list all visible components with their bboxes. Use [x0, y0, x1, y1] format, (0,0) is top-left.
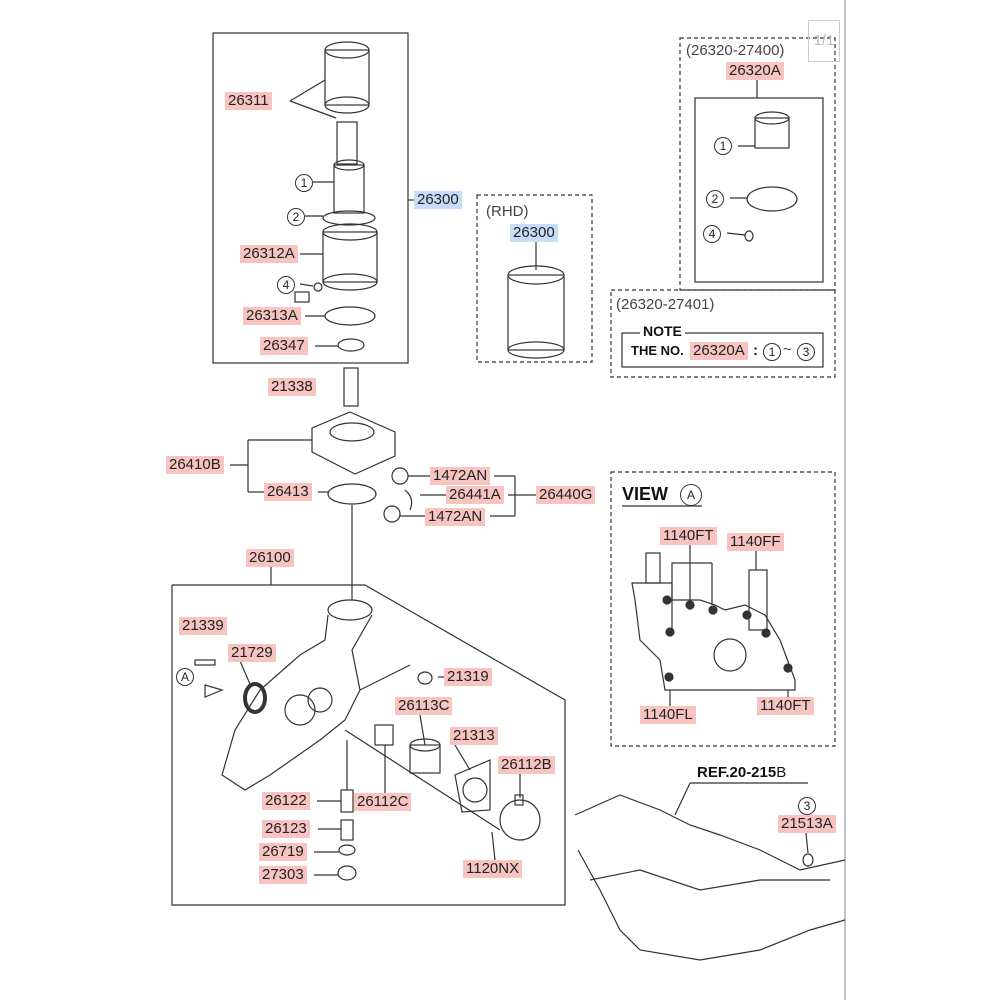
kit-27400-inner-frame	[694, 97, 824, 283]
callout-view-a: A	[176, 668, 194, 686]
view-part-label-1140FT-2[interactable]: 1140FT	[757, 697, 814, 715]
part-label-1120NX[interactable]: 1120NX	[463, 860, 523, 878]
note-tilde: ~	[783, 341, 792, 358]
part-label-21338[interactable]: 21338	[268, 378, 316, 396]
part-label-26100[interactable]: 26100	[246, 549, 294, 567]
view-part-label-1140FL[interactable]: 1140FL	[640, 706, 696, 724]
reference-callout-3: 3	[798, 797, 816, 815]
kit-drawings	[726, 80, 798, 242]
filter-drawings	[289, 41, 565, 359]
part-label-21319[interactable]: 21319	[444, 668, 492, 686]
note-prefix: THE NO.	[631, 343, 684, 358]
note-callout-to: 3	[797, 343, 815, 361]
kit-27401-frame	[610, 289, 836, 378]
filter-assembly-frame	[212, 32, 409, 364]
kit-27400-title: (26320-27400)	[686, 42, 785, 59]
note-title: NOTE	[640, 323, 685, 339]
kit-callout-4: 4	[703, 225, 721, 243]
part-label-21339[interactable]: 21339	[179, 617, 227, 635]
part-label-26441A[interactable]: 26441A	[446, 486, 504, 504]
part-label-21729[interactable]: 21729	[228, 644, 276, 662]
part-label-26347[interactable]: 26347	[260, 337, 308, 355]
part-label-21313[interactable]: 21313	[450, 727, 498, 745]
kit-callout-1: 1	[714, 137, 732, 155]
part-label-26112C[interactable]: 26112C	[354, 793, 412, 811]
rhd-title: (RHD)	[486, 203, 529, 220]
part-label-26719[interactable]: 26719	[259, 843, 307, 861]
part-label-26311[interactable]: 26311	[225, 92, 272, 110]
part-label-26300[interactable]: 26300	[414, 191, 462, 209]
oil-pump-drawing	[194, 599, 541, 881]
rhd-frame	[476, 194, 593, 363]
part-label-27303[interactable]: 27303	[259, 866, 307, 884]
part-label-26440G[interactable]: 26440G	[536, 486, 596, 504]
part-label-26313A[interactable]: 26313A	[243, 307, 301, 325]
part-label-26312A[interactable]: 26312A	[240, 245, 298, 263]
part-label-26123[interactable]: 26123	[262, 820, 310, 838]
part-label-26112B[interactable]: 26112B	[498, 756, 555, 774]
part-label-1472AN[interactable]: 1472AN	[430, 467, 491, 485]
callout-2: 2	[287, 208, 305, 226]
callout-4: 4	[277, 276, 295, 294]
reference-text: REF.20-215	[697, 764, 777, 781]
view-a-callout: A	[680, 484, 702, 506]
view-a-frame	[610, 471, 836, 747]
kit-part-label-26320A[interactable]: 26320A	[726, 62, 784, 80]
view-a-drawing	[622, 505, 796, 706]
reference-link[interactable]: REF.20-215B	[697, 764, 786, 781]
part-label-21513A[interactable]: 21513A	[778, 815, 836, 833]
cooler-drawings	[230, 367, 536, 600]
page-indicator: 1/1	[808, 20, 840, 62]
reference-suffix: B	[776, 764, 787, 781]
view-a-title: VIEW	[622, 484, 669, 504]
rhd-part-label-26300[interactable]: 26300	[510, 224, 558, 242]
part-label-26413[interactable]: 26413	[264, 483, 312, 501]
pump-assembly-frame	[171, 584, 566, 906]
part-label-26122[interactable]: 26122	[262, 792, 310, 810]
view-part-label-1140FF[interactable]: 1140FF	[727, 533, 784, 551]
view-part-label-1140FT[interactable]: 1140FT	[660, 527, 717, 545]
kit-27401-title: (26320-27401)	[616, 296, 715, 313]
note-separator: :	[753, 342, 758, 359]
part-label-1472AN-2[interactable]: 1472AN	[425, 508, 486, 526]
note-frame	[621, 332, 824, 368]
note-part-label-26320A[interactable]: 26320A	[690, 342, 748, 360]
callout-1: 1	[295, 174, 313, 192]
oil-pan-drawing	[574, 782, 846, 961]
kit-callout-2: 2	[706, 190, 724, 208]
part-label-26410B[interactable]: 26410B	[166, 456, 224, 474]
part-label-26113C[interactable]: 26113C	[395, 697, 453, 715]
note-callout-from: 1	[763, 343, 781, 361]
kit-27400-frame	[679, 37, 836, 291]
